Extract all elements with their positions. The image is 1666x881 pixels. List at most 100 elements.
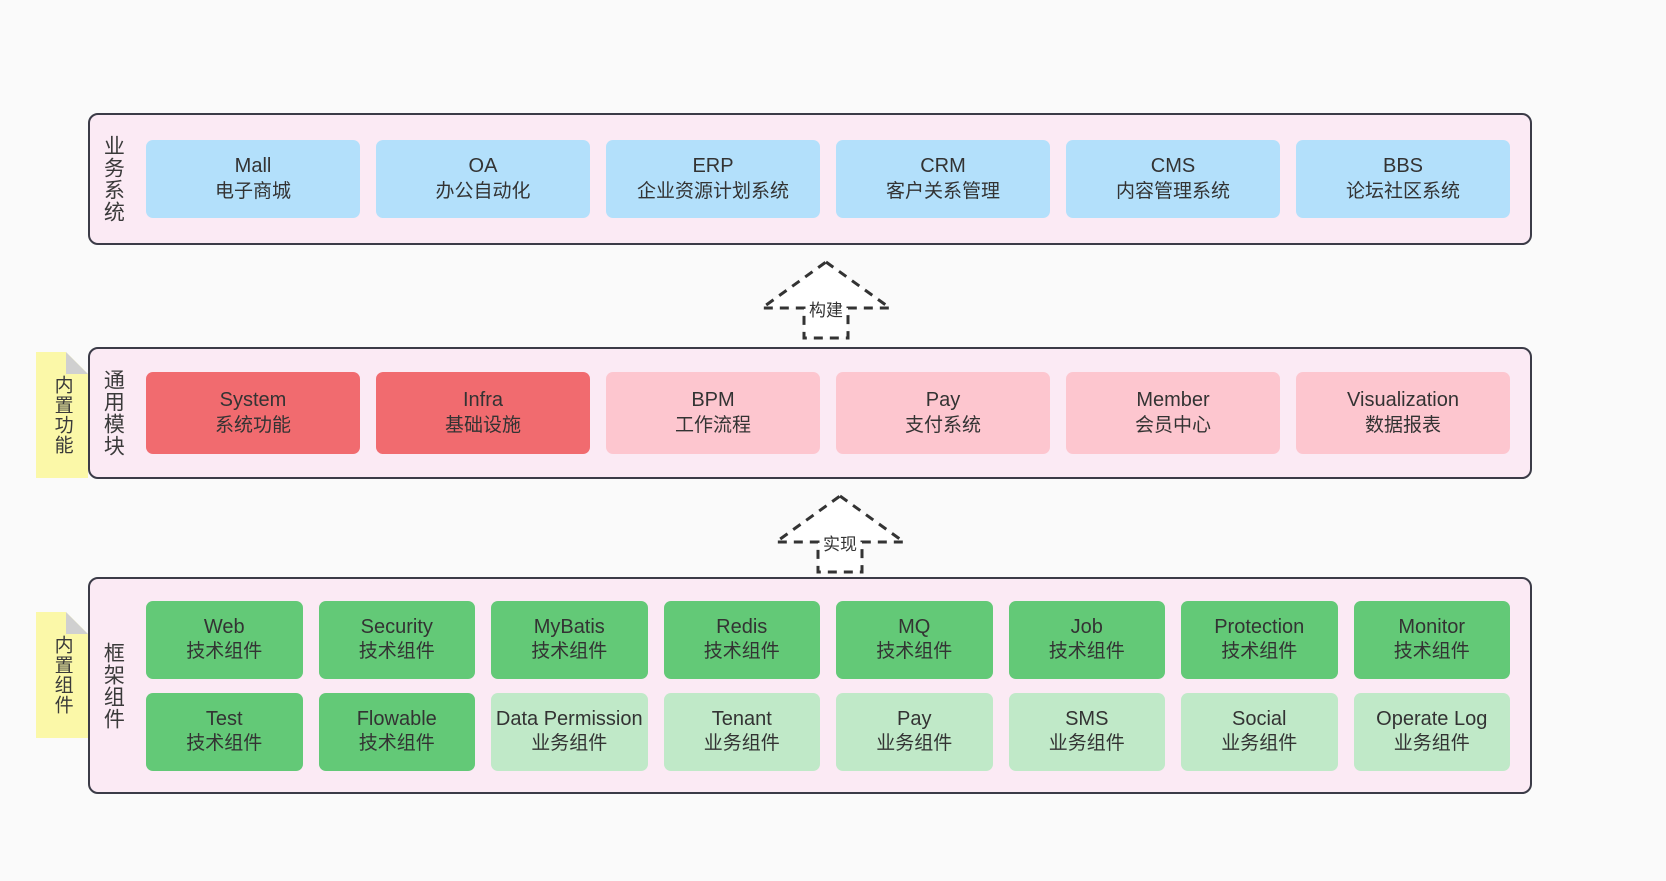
card-title: Pay	[897, 707, 932, 730]
card-subtitle: 技术组件	[358, 641, 435, 663]
card-subtitle: 业务组件	[531, 733, 608, 755]
layer-body-common-module: System 系统功能 Infra 基础设施 BPM 工作流程 Pay 支付系统…	[134, 349, 1530, 477]
card-title: Member	[1136, 389, 1210, 412]
card-sms[interactable]: SMS 业务组件	[1008, 692, 1165, 771]
card-protection[interactable]: Protection 技术组件	[1181, 600, 1338, 679]
card-title: Test	[205, 707, 243, 730]
card-subtitle: 支付系统	[904, 414, 981, 436]
card-title: Infra	[462, 389, 504, 412]
card-subtitle: 技术组件	[876, 641, 953, 663]
card-subtitle: 电子商城	[214, 180, 291, 202]
card-subtitle: 业务组件	[876, 733, 953, 755]
card-row: System 系统功能 Infra 基础设施 BPM 工作流程 Pay 支付系统…	[138, 372, 1518, 454]
note-fold-icon	[66, 352, 88, 374]
note-text: 内置功能	[51, 375, 73, 455]
card-subtitle: 数据报表	[1364, 414, 1441, 436]
card-title: Social	[1232, 707, 1287, 730]
card-test[interactable]: Test 技术组件	[146, 692, 303, 771]
card-title: ERP	[692, 155, 734, 178]
card-flowable[interactable]: Flowable 技术组件	[318, 692, 475, 771]
layer-body-framework-component: Web 技术组件 Security 技术组件 MyBatis 技术组件 Redi…	[134, 579, 1530, 792]
card-job[interactable]: Job 技术组件	[1008, 600, 1165, 679]
card-row: Mall 电子商城 OA 办公自动化 ERP 企业资源计划系统 CRM 客户关系…	[138, 140, 1518, 218]
card-social[interactable]: Social 业务组件	[1181, 692, 1338, 771]
card-title: Visualization	[1347, 389, 1459, 412]
card-title: Mall	[234, 155, 272, 178]
card-title: Flowable	[356, 707, 437, 730]
card-operate-log[interactable]: Operate Log 业务组件	[1353, 692, 1510, 771]
card-title: Web	[203, 615, 245, 638]
card-pay-module[interactable]: Pay 支付系统	[836, 372, 1050, 454]
card-title: Redis	[716, 615, 768, 638]
card-title: BPM	[691, 389, 735, 412]
card-subtitle: 企业资源计划系统	[636, 180, 789, 202]
card-subtitle: 技术组件	[186, 733, 263, 755]
card-oa[interactable]: OA 办公自动化	[376, 140, 590, 218]
card-mall[interactable]: Mall 电子商城	[146, 140, 360, 218]
card-title: Job	[1070, 615, 1103, 638]
card-title: BBS	[1382, 155, 1424, 178]
card-subtitle: 基础设施	[444, 414, 521, 436]
card-title: OA	[468, 155, 498, 178]
layer-common-module: 通用模块 System 系统功能 Infra 基础设施 BPM 工作流程 Pay…	[88, 347, 1532, 479]
card-row: Test 技术组件 Flowable 技术组件 Data Permission …	[138, 692, 1518, 771]
card-tenant[interactable]: Tenant 业务组件	[663, 692, 820, 771]
card-subtitle: 技术组件	[1221, 641, 1298, 663]
card-title: MQ	[898, 615, 931, 638]
card-bbs[interactable]: BBS 论坛社区系统	[1296, 140, 1510, 218]
card-monitor[interactable]: Monitor 技术组件	[1353, 600, 1510, 679]
card-subtitle: 业务组件	[1048, 733, 1125, 755]
layer-title-common-module: 通用模块	[101, 369, 125, 457]
card-title: CMS	[1150, 155, 1196, 178]
layer-title-framework-component: 框架组件	[101, 641, 125, 730]
card-subtitle: 客户关系管理	[885, 180, 1000, 202]
card-title: Security	[360, 615, 433, 638]
card-mybatis[interactable]: MyBatis 技术组件	[491, 600, 648, 679]
card-subtitle: 技术组件	[703, 641, 780, 663]
card-subtitle: 内容管理系统	[1115, 180, 1230, 202]
card-visualization[interactable]: Visualization 数据报表	[1296, 372, 1510, 454]
generalization-arrow-icon	[757, 260, 895, 340]
card-subtitle: 会员中心	[1134, 414, 1211, 436]
card-security[interactable]: Security 技术组件	[318, 600, 475, 679]
layer-business-system: 业务系统 Mall 电子商城 OA 办公自动化 ERP 企业资源计划系统 CRM…	[88, 113, 1532, 245]
card-bpm[interactable]: BPM 工作流程	[606, 372, 820, 454]
card-subtitle: 业务组件	[703, 733, 780, 755]
card-pay-component[interactable]: Pay 业务组件	[836, 692, 993, 771]
card-data-permission[interactable]: Data Permission 业务组件	[491, 692, 648, 771]
note-text: 内置组件	[51, 635, 73, 715]
layer-title-business-system: 业务系统	[101, 135, 125, 223]
card-title: System	[219, 389, 287, 412]
card-title: Operate Log	[1376, 707, 1488, 730]
card-title: Tenant	[711, 707, 772, 730]
card-infra[interactable]: Infra 基础设施	[376, 372, 590, 454]
card-subtitle: 业务组件	[1393, 733, 1470, 755]
connector-label-build: 构建	[809, 301, 843, 320]
card-cms[interactable]: CMS 内容管理系统	[1066, 140, 1280, 218]
card-system[interactable]: System 系统功能	[146, 372, 360, 454]
card-subtitle: 业务组件	[1221, 733, 1298, 755]
card-subtitle: 技术组件	[186, 641, 263, 663]
card-subtitle: 论坛社区系统	[1345, 180, 1460, 202]
card-subtitle: 工作流程	[674, 414, 751, 436]
card-subtitle: 技术组件	[531, 641, 608, 663]
card-title: Monitor	[1398, 615, 1466, 638]
card-web[interactable]: Web 技术组件	[146, 600, 303, 679]
card-mq[interactable]: MQ 技术组件	[836, 600, 993, 679]
card-erp[interactable]: ERP 企业资源计划系统	[606, 140, 820, 218]
connector-label-implement: 实现	[823, 535, 857, 554]
card-member[interactable]: Member 会员中心	[1066, 372, 1280, 454]
card-redis[interactable]: Redis 技术组件	[663, 600, 820, 679]
card-crm[interactable]: CRM 客户关系管理	[836, 140, 1050, 218]
card-title: Protection	[1214, 615, 1305, 638]
card-title: Pay	[925, 389, 961, 412]
note-builtin-feature: 内置功能	[36, 352, 88, 478]
card-subtitle: 技术组件	[358, 733, 435, 755]
card-title: CRM	[920, 155, 966, 178]
card-title: SMS	[1065, 707, 1109, 730]
connector-build: 构建	[757, 258, 895, 340]
card-row: Web 技术组件 Security 技术组件 MyBatis 技术组件 Redi…	[138, 600, 1518, 679]
connector-implement: 实现	[771, 492, 909, 574]
card-subtitle: 技术组件	[1048, 641, 1125, 663]
card-title: MyBatis	[533, 615, 605, 638]
